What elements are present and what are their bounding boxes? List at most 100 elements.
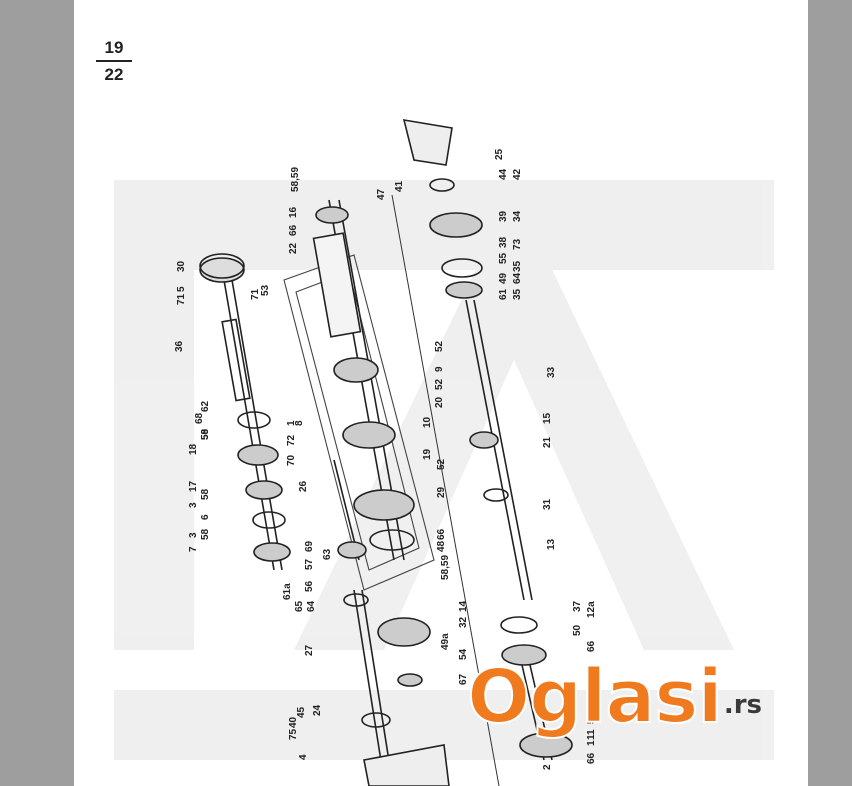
callout-49: 49 [498, 272, 509, 284]
callout-53: 53 [260, 284, 271, 296]
callout-47: 47 [376, 188, 387, 200]
callout-58: 58 [200, 488, 211, 500]
callout-66: 66 [436, 528, 447, 540]
callout-35: 35 [512, 288, 523, 300]
callout-4: 4 [298, 754, 309, 760]
callout-62: 62 [200, 400, 211, 412]
callout-32: 32 [458, 616, 469, 628]
callout-56: 56 [304, 580, 315, 592]
faint-background-logo [114, 180, 774, 760]
callout-41: 41 [394, 180, 405, 192]
callout-22: 22 [288, 242, 299, 254]
callout-48: 48 [436, 540, 447, 552]
callout-6: 6 [200, 514, 211, 520]
watermark: Oglasi .rs [466, 650, 762, 740]
callout-58: 58 [200, 528, 211, 540]
callout-1: 1 [586, 740, 597, 746]
page-number-divider [96, 60, 132, 62]
callout-55: 55 [498, 252, 509, 264]
callout-11: 11 [586, 729, 597, 740]
page-number-current: 19 [104, 38, 124, 57]
callout-19: 19 [422, 448, 433, 460]
callout-45: 45 [296, 706, 307, 718]
watermark-brand: Oglasi [466, 654, 724, 740]
callout-10: 10 [422, 416, 433, 428]
callout-69: 69 [304, 540, 315, 552]
long-guide-line [391, 194, 500, 786]
gear-top-left [199, 253, 245, 283]
callout-20: 20 [434, 396, 445, 408]
callout-26: 26 [298, 480, 309, 492]
callout-68: 68 [194, 412, 205, 424]
callout-58-59: 58,59 [290, 167, 301, 192]
callout-65: 65 [294, 600, 305, 612]
callout-73: 73 [512, 238, 523, 250]
callout-38: 38 [498, 236, 509, 248]
callout-33: 33 [546, 366, 557, 378]
callout-5: 5 [176, 286, 187, 292]
callout-31: 31 [542, 498, 553, 510]
shaft-center [312, 199, 415, 561]
callout-67: 67 [458, 673, 469, 685]
callout-14: 14 [458, 600, 469, 612]
callout-1: 1 [286, 420, 297, 426]
callout-12a: 12a [586, 601, 597, 618]
callout-57: 57 [304, 558, 315, 570]
callout-44: 44 [498, 168, 509, 180]
callout-9: 9 [434, 366, 445, 372]
page-number: 19 22 [96, 38, 132, 85]
callout-18: 18 [188, 443, 199, 455]
callout-72: 72 [286, 434, 297, 446]
page-number-total: 22 [104, 65, 124, 84]
callout-35: 35 [512, 260, 523, 272]
callout-3: 3 [188, 502, 199, 508]
callout-71: 71 [176, 293, 187, 305]
manual-page: 19 22 [74, 0, 808, 786]
callout-52: 52 [434, 340, 445, 352]
callout-16: 16 [288, 206, 299, 218]
callout-52: 52 [436, 458, 447, 470]
watermark-tld: .rs [723, 690, 762, 720]
callout-17: 17 [188, 480, 199, 492]
callout-8: 8 [294, 420, 305, 426]
callout-37: 37 [572, 600, 583, 612]
callout-61a: 61a [282, 583, 293, 600]
shaft-right [402, 119, 573, 761]
callout-40: 40 [288, 716, 299, 728]
callout-25: 25 [494, 148, 505, 160]
callout-66: 66 [288, 224, 299, 236]
callout-61: 61 [498, 288, 509, 300]
callout-15: 15 [542, 412, 553, 424]
lower-center-parts [343, 589, 450, 786]
callout-50: 50 [572, 624, 583, 636]
callout-34: 34 [512, 210, 523, 222]
callout-63: 63 [322, 548, 333, 560]
callout-51: 51 [586, 712, 597, 724]
callout-71: 71 [250, 288, 261, 300]
callout-24: 24 [312, 704, 323, 716]
callout-70: 70 [286, 454, 297, 466]
callout-13: 13 [546, 538, 557, 550]
callout-7: 7 [188, 546, 199, 552]
callout-36: 36 [174, 340, 185, 352]
shaft-left [199, 253, 291, 571]
callout-39: 39 [498, 210, 509, 222]
callout-27: 27 [304, 644, 315, 656]
callout-42: 42 [512, 168, 523, 180]
callout-21: 21 [542, 436, 553, 448]
callout-64: 64 [306, 600, 317, 612]
callout-59: 59 [200, 428, 211, 440]
callout-2: 2 [542, 764, 553, 770]
callout-75: 75 [288, 728, 299, 740]
callout-66: 66 [586, 640, 597, 652]
callout-30: 30 [176, 260, 187, 272]
callout-58: 58 [200, 428, 211, 440]
callout-58-59: 58,59 [440, 555, 451, 580]
callout-3: 3 [188, 532, 199, 538]
callout-64: 64 [512, 272, 523, 284]
callout-49a: 49a [440, 633, 451, 650]
callout-54: 54 [458, 648, 469, 660]
callout-66: 66 [586, 752, 597, 764]
